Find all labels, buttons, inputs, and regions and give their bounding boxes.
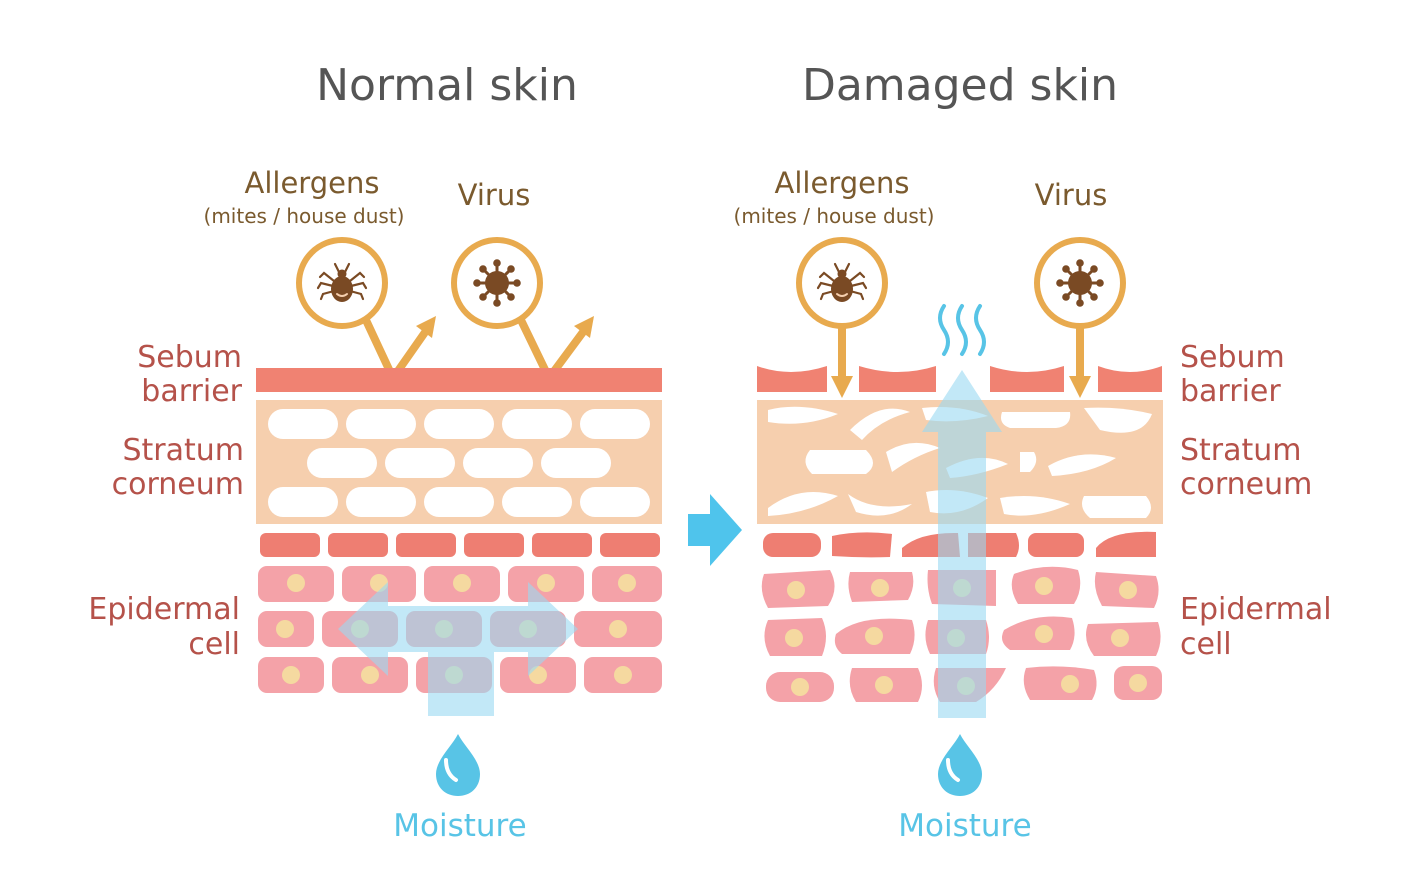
sebum-label-l1: Sebum — [137, 340, 242, 375]
virus-icon — [451, 237, 543, 329]
sebum-label-l2: barrier — [141, 374, 242, 409]
damaged-allergens-label: Allergens — [775, 166, 910, 200]
damaged-sebum-layer — [757, 366, 1162, 392]
normal-granular-cells — [260, 533, 660, 557]
damaged-sebum-label-l1: Sebum — [1180, 340, 1285, 375]
normal-allergens-sub: (mites / house dust) — [204, 204, 405, 228]
damaged-stratum-label-l1: Stratum — [1180, 433, 1302, 468]
damaged-moisture-flow — [922, 370, 1002, 718]
damaged-epidermal-label-l2: cell — [1180, 627, 1232, 662]
damaged-epidermal-label-l1: Epidermal — [1180, 592, 1332, 627]
damaged-corneocytes — [768, 406, 1152, 518]
damaged-penetrate-arrows — [838, 322, 1084, 382]
virus-icon — [1034, 237, 1126, 329]
normal-skin-title: Normal skin — [316, 60, 578, 111]
normal-skin-panel: Normal skin Allergens (mites / house dus… — [88, 60, 662, 844]
normal-moisture-flow — [338, 582, 578, 716]
damaged-allergens-sub: (mites / house dust) — [734, 204, 935, 228]
mite-icon — [796, 237, 888, 329]
damaged-skin-panel: Damaged skin Allergens (mites / house du… — [734, 60, 1332, 844]
stratum-label-l1: Stratum — [122, 433, 244, 468]
normal-allergens-label: Allergens — [245, 166, 380, 200]
normal-corneocytes — [268, 409, 650, 517]
epidermal-label-l1: Epidermal — [88, 592, 240, 627]
arrowhead-icon — [1069, 376, 1091, 398]
arrowhead-icon — [416, 316, 436, 338]
normal-sebum-layer — [256, 368, 662, 392]
arrow-right-icon — [688, 494, 742, 566]
water-drop-icon — [938, 734, 982, 796]
damaged-skin-title: Damaged skin — [802, 60, 1118, 111]
normal-virus-label: Virus — [458, 178, 531, 212]
water-drop-icon — [436, 734, 480, 796]
damaged-moisture-label: Moisture — [898, 808, 1031, 844]
stratum-label-l2: corneum — [112, 467, 244, 502]
epidermal-label-l2: cell — [188, 627, 240, 662]
steam-icon — [938, 304, 986, 356]
damaged-stratum-label-l2: corneum — [1180, 467, 1312, 502]
arrowhead-icon — [831, 376, 853, 398]
mite-icon — [296, 237, 388, 329]
arrowhead-icon — [574, 316, 594, 338]
normal-moisture-label: Moisture — [393, 808, 526, 844]
damaged-virus-label: Virus — [1035, 178, 1108, 212]
damaged-sebum-label-l2: barrier — [1180, 374, 1281, 409]
